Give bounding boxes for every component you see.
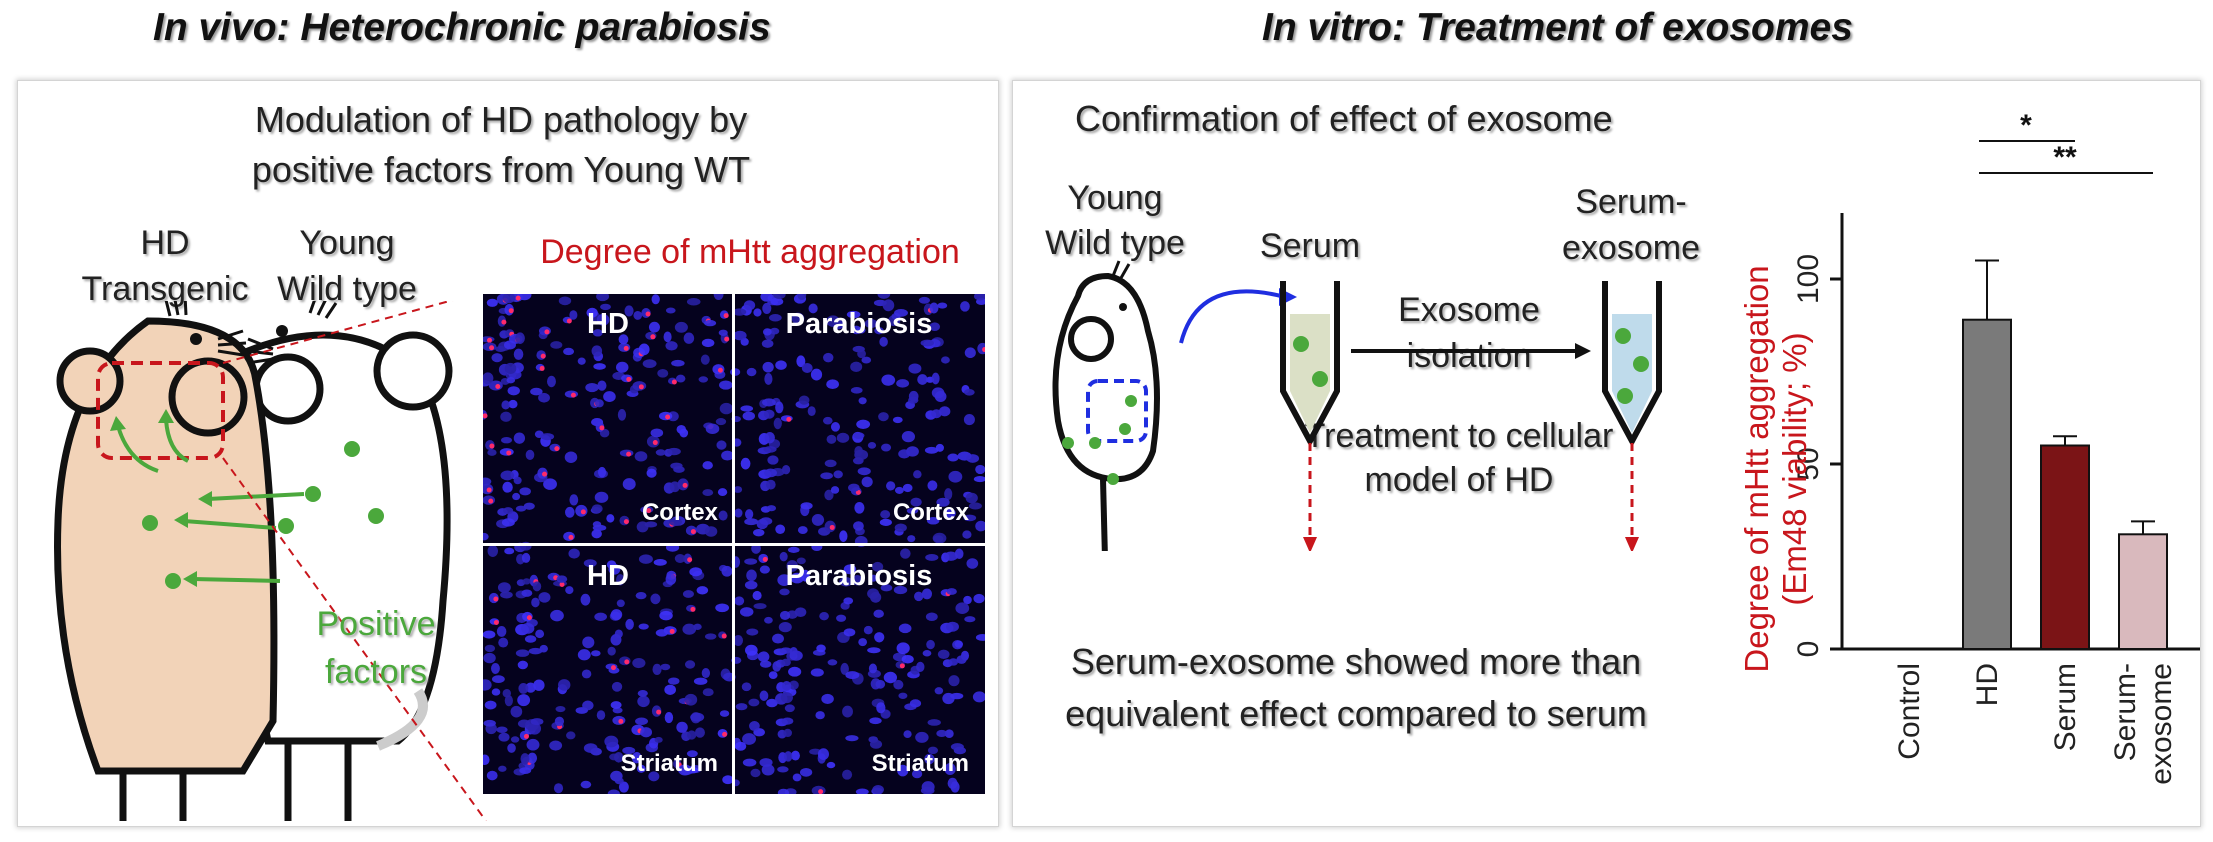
young-wild-type-label-line1: Young — [299, 224, 395, 262]
serum-exosome-tube-label-line2: exosome — [1562, 229, 1700, 267]
x-tick-label: HD — [1971, 663, 2004, 706]
micrograph-1-bottom-label: Cortex — [641, 499, 718, 526]
conclusion-line2: equivalent effect compared to serum — [1065, 693, 1647, 734]
young-wt-label-line2: Wild type — [1045, 224, 1185, 262]
micrograph-2-top-label: Parabiosis — [785, 308, 933, 340]
y-tick-label: 100 — [1792, 254, 1825, 304]
serum-exosome-tube-label-line1: Serum- — [1575, 183, 1687, 221]
young-wt-mouse-side — [1052, 260, 1160, 551]
serum-tube-label: Serum — [1259, 227, 1361, 265]
significance-label: * — [2020, 109, 2032, 142]
micrograph-4-nuclei — [731, 542, 985, 794]
brain-region-box — [96, 361, 225, 460]
in-vitro-panel: Confirmation of effect of exosome Young … — [1012, 80, 2201, 827]
hd-transgenic-mouse — [54, 301, 278, 821]
young-wild-type-label-line2: Wild type — [277, 270, 417, 308]
in-vivo-panel: Modulation of HD pathology by positive f… — [17, 80, 999, 827]
micrograph-1-nuclei — [483, 294, 734, 542]
x-tick-label: Serum- — [2109, 663, 2142, 761]
treatment-label-line2: model of HD — [1364, 461, 1554, 499]
aggregation-bar-chart: 0 50 100 Degree of mHtt aggregation(Em48 vi… — [1738, 109, 2200, 785]
bar-serum-exosome — [2118, 533, 2168, 650]
exosome-isolation-label-line1: Exosome — [1398, 291, 1540, 329]
blood-draw-arrow — [1179, 289, 1282, 344]
x-tick-label: exosome — [2145, 663, 2178, 785]
positive-factor-arrows — [110, 409, 384, 589]
young-wt-label-line1: Young — [1067, 179, 1163, 217]
exosome-isolation-label-line2: isolation — [1406, 337, 1532, 375]
bar-hd — [1962, 318, 2012, 650]
y-tick-label: 0 — [1792, 641, 1825, 658]
serum-exosome-tube — [1602, 281, 1662, 448]
micrograph-3-nuclei — [483, 541, 736, 794]
micrograph-2-bottom-label: Cortex — [892, 499, 969, 526]
micrograph-grid: HD Cortex Parabiosis Cortex HD Striatum … — [483, 294, 985, 794]
left-header: In vivo: Heterochronic parabiosis — [153, 6, 771, 49]
significance-label: ** — [2053, 141, 2077, 174]
young-wild-type-mouse — [242, 301, 453, 821]
y-axis-label-line1: Degree of mHtt aggregation — [1738, 265, 1775, 672]
x-tick-label: Serum — [2049, 663, 2082, 751]
treatment-label-line1: Treatment to cellular — [1304, 417, 1614, 455]
micrograph-1-top-label: HD — [587, 308, 629, 340]
left-title-line2: positive factors from Young WT — [251, 149, 751, 190]
micrograph-3-top-label: HD — [587, 560, 629, 592]
hd-transgenic-label-line1: HD — [140, 224, 190, 262]
left-title-line1: Modulation of HD pathology by — [254, 99, 748, 140]
conclusion-line1: Serum-exosome showed more than — [1070, 641, 1642, 682]
micrograph-4-top-label: Parabiosis — [785, 560, 933, 592]
y-tick-label: 50 — [1792, 447, 1825, 480]
micrograph-title: Degree of mHtt aggregation — [540, 233, 960, 271]
y-axis-label-line2: (Em48 viability; %) — [1776, 332, 1813, 605]
bar-serum — [2040, 444, 2090, 650]
x-tick-label: Control — [1893, 663, 1926, 760]
positive-factors-label-line2: factors — [324, 653, 428, 691]
micrograph-2-nuclei — [730, 294, 985, 547]
positive-factors-label-line1: Positive — [316, 605, 436, 643]
micrograph-3-bottom-label: Striatum — [620, 750, 718, 777]
right-header: In vitro: Treatment of exosomes — [1262, 6, 1853, 49]
micrograph-4-bottom-label: Striatum — [871, 750, 969, 777]
serum-tube — [1280, 281, 1340, 448]
right-title: Confirmation of effect of exosome — [1075, 98, 1613, 139]
exosome-workflow-illustration — [1052, 260, 1662, 551]
parabiosis-mice-illustration — [54, 301, 487, 821]
